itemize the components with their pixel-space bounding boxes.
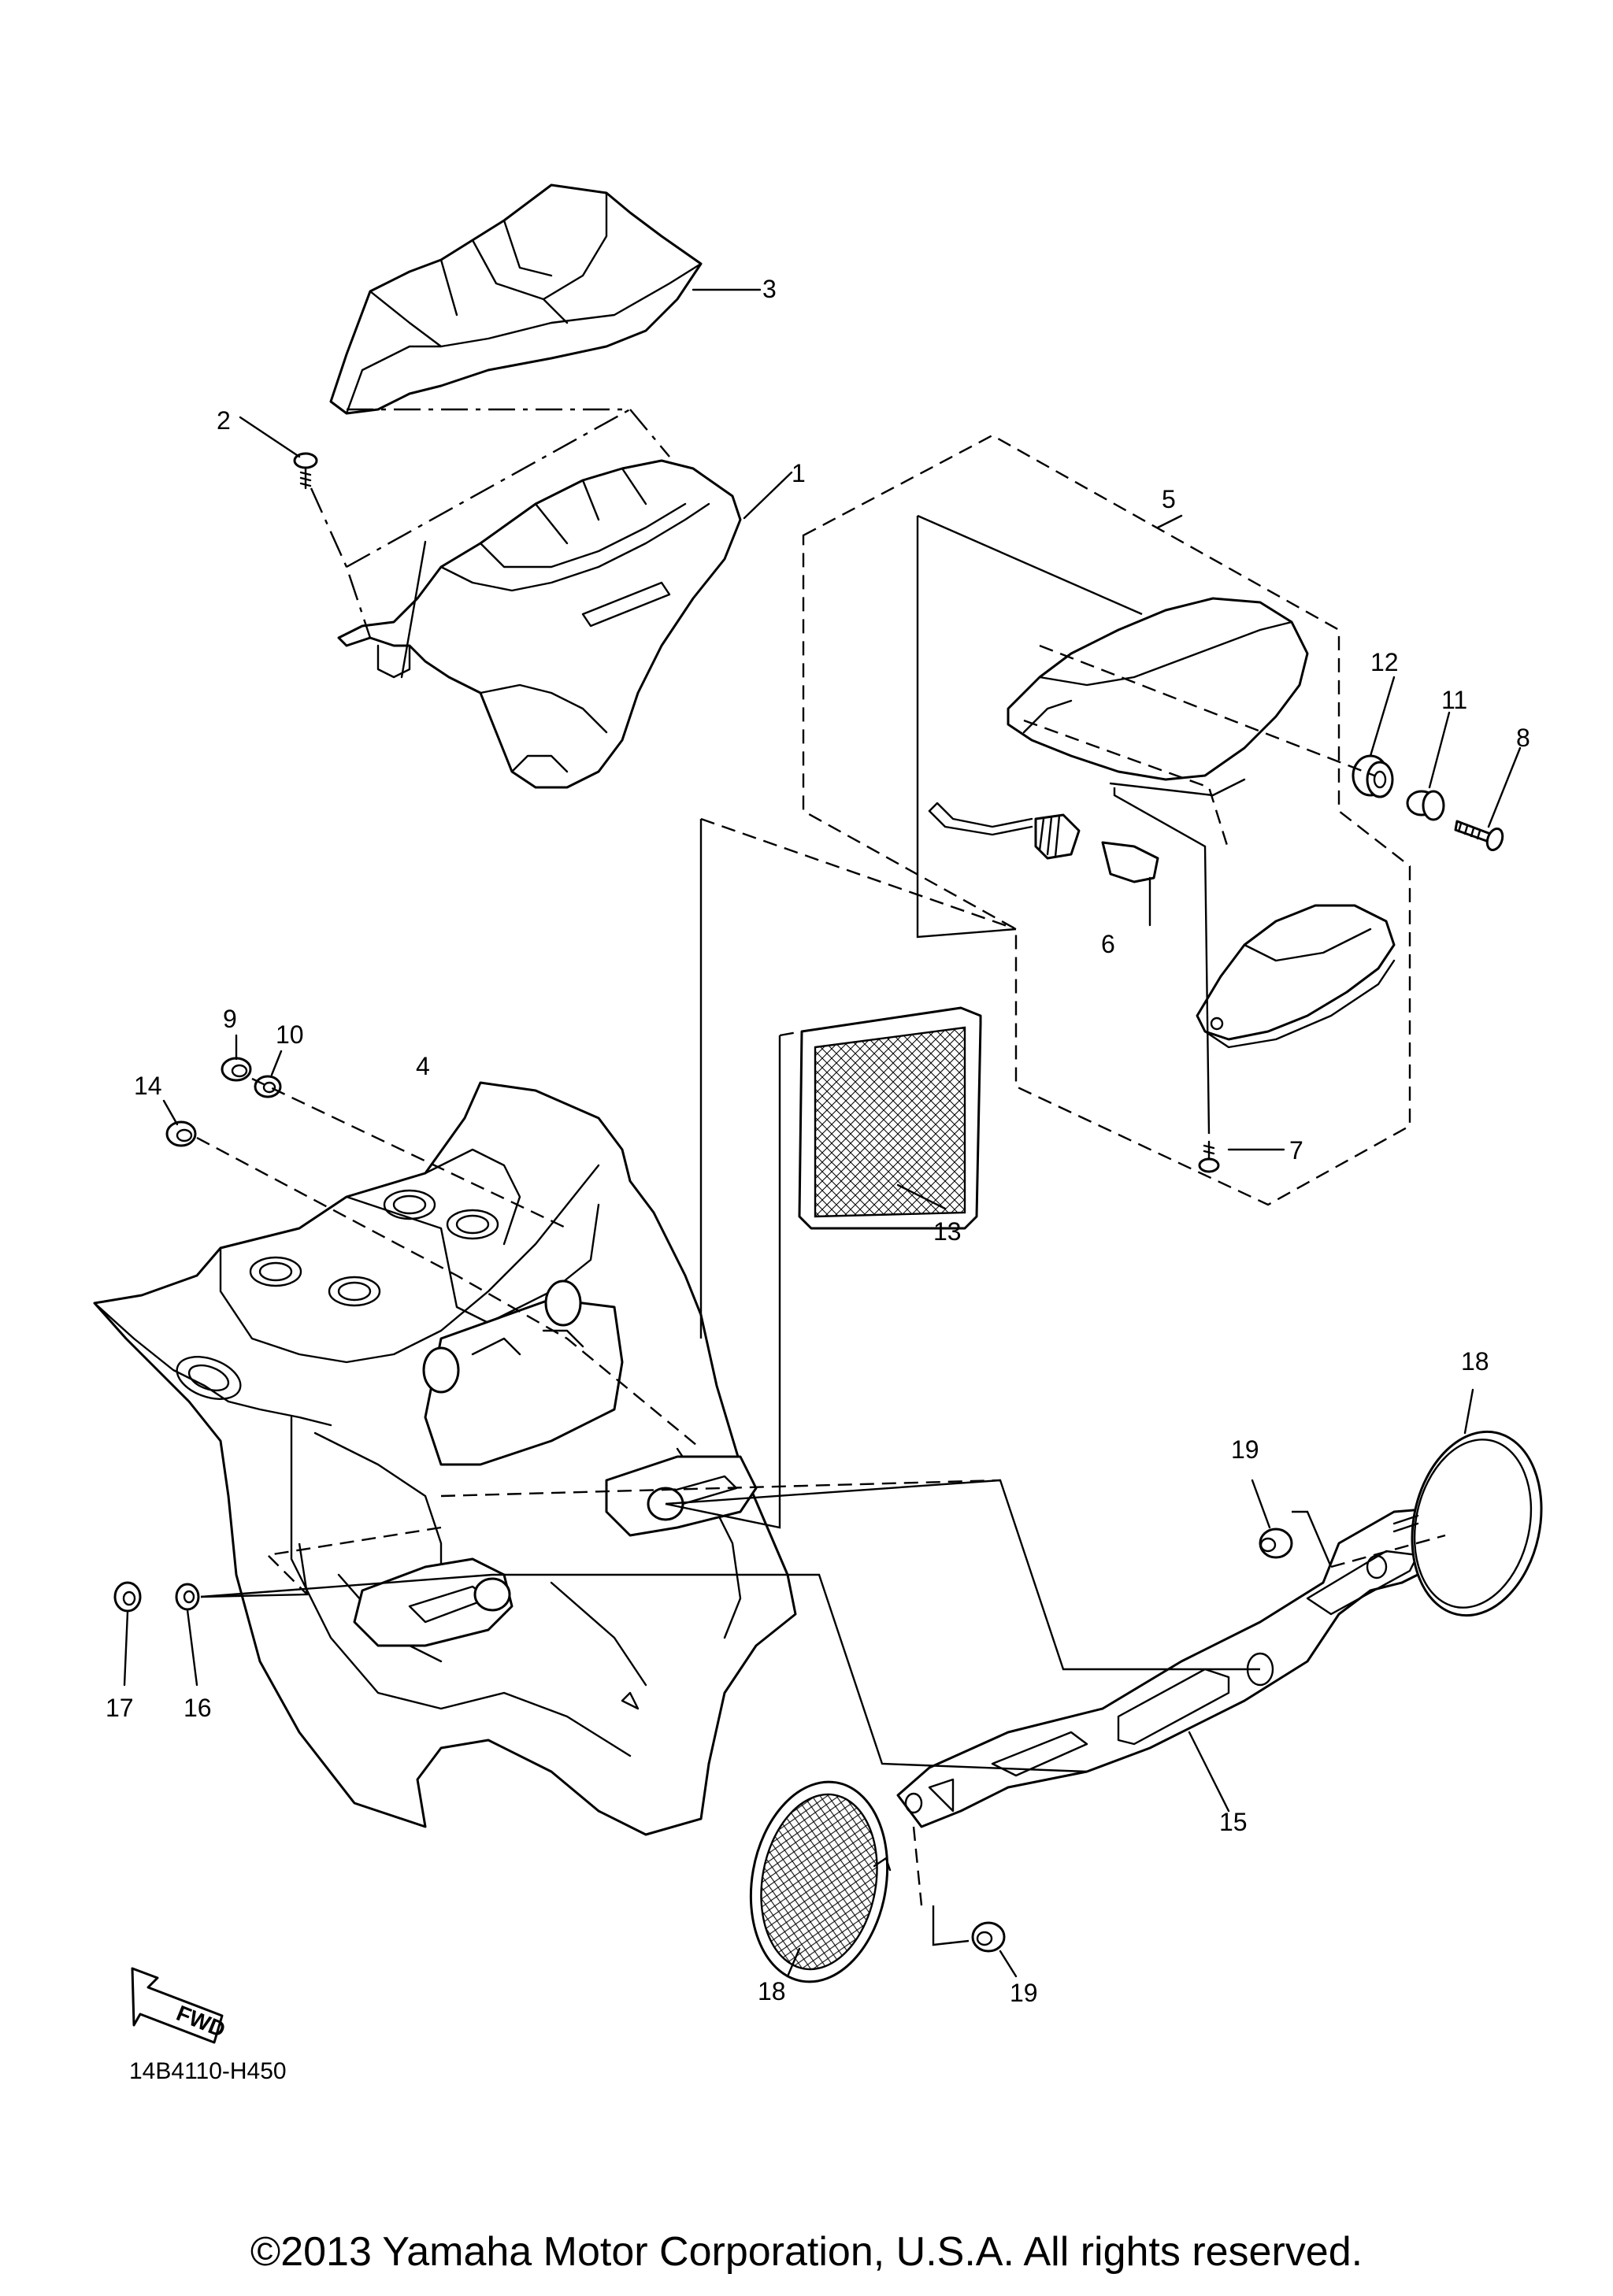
assembly-lines [196, 408, 1446, 1946]
callout-5: 5 [1162, 485, 1176, 513]
fwd-arrow: FWD [131, 1967, 228, 2044]
callout-6: 6 [1101, 930, 1115, 958]
callout-16: 16 [184, 1694, 212, 1722]
part-7-screw [1198, 1140, 1220, 1173]
part-5-tail-lamp-housing [1196, 904, 1396, 1049]
part-19-nut-upper [1259, 1528, 1293, 1559]
part-5-assembly-outline [802, 434, 1411, 1206]
callout-4: 4 [416, 1052, 430, 1080]
callout-3: 3 [762, 275, 777, 303]
part-12-grommet [1352, 754, 1394, 798]
copyright-notice: ©2013 Yamaha Motor Corporation, U.S.A. A… [250, 2229, 1363, 2275]
part-11-collar [1406, 790, 1445, 821]
part-10-washer [254, 1075, 282, 1098]
part-15-plate-stay [896, 1506, 1459, 1828]
callout-12: 12 [1370, 648, 1399, 676]
part-17-nut [113, 1581, 142, 1613]
part-16-washer [175, 1583, 200, 1611]
callout-11: 11 [1441, 686, 1467, 714]
part-18-reflector-lower [749, 1780, 892, 1983]
part-6-bulb-socket [928, 802, 1159, 883]
callout-8: 8 [1516, 724, 1530, 752]
callout-13: 13 [933, 1217, 962, 1246]
callout-2: 2 [217, 406, 231, 435]
leader-lines [123, 288, 1522, 1978]
part-13-reflector [798, 1006, 982, 1230]
part-4-license-bracket [93, 1081, 797, 1836]
callout-18-lower: 18 [758, 1977, 786, 2005]
part-5-tail-lamp-lens [1007, 597, 1309, 797]
part-2-screw [293, 452, 318, 490]
callout-19-lower: 19 [1010, 1979, 1038, 2007]
part-18-reflector-upper [1392, 1430, 1543, 1617]
callout-18-upper: 18 [1461, 1347, 1489, 1376]
callout-7: 7 [1289, 1136, 1303, 1165]
part-14-nut [165, 1120, 197, 1147]
callout-labels: 1 2 3 4 5 6 7 8 9 10 11 12 13 14 15 16 1… [106, 275, 1530, 2007]
diagram-code: 14B4110-H450 [129, 2058, 287, 2084]
callout-10: 10 [276, 1020, 304, 1049]
part-3-seat-cowl [329, 183, 703, 415]
part-19-nut-lower [971, 1921, 1006, 1953]
callout-17: 17 [106, 1694, 134, 1722]
part-9-nut [221, 1057, 252, 1082]
part-8-screw [1454, 820, 1504, 852]
part-1-tail-cover [337, 459, 742, 789]
callout-9: 9 [223, 1005, 237, 1033]
callout-19-upper: 19 [1231, 1435, 1259, 1464]
callout-15: 15 [1219, 1808, 1248, 1836]
callout-14: 14 [134, 1072, 162, 1100]
callout-1: 1 [792, 459, 806, 487]
